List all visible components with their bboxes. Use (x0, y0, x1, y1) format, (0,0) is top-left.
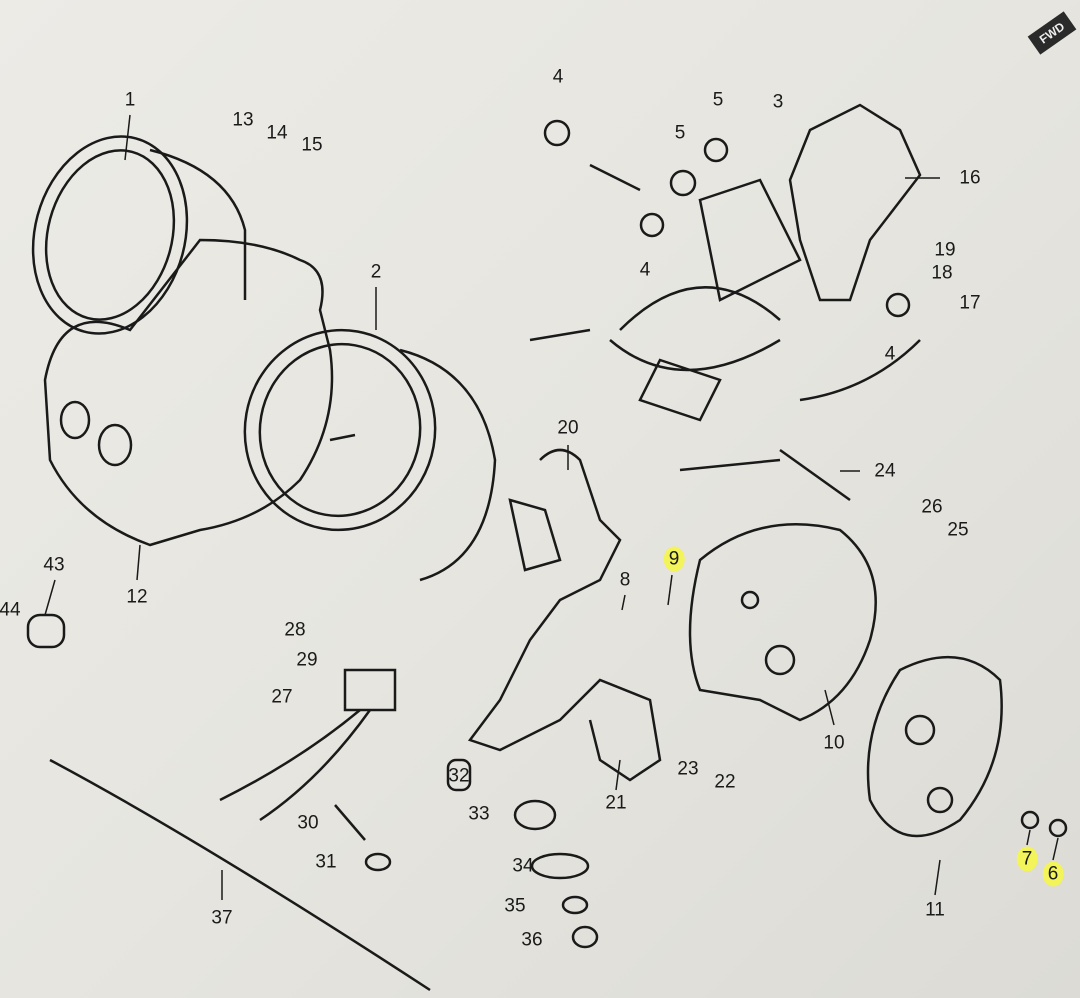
callout-11: 11 (925, 899, 945, 921)
callout-37: 37 (211, 907, 233, 929)
speedometer-cable (49, 758, 431, 992)
callout-32: 32 (448, 765, 470, 787)
callout-14: 14 (266, 122, 288, 144)
callout-20: 20 (557, 417, 579, 439)
callout-4: 4 (552, 66, 564, 88)
callout-19: 19 (934, 239, 956, 261)
callout-4: 4 (884, 343, 896, 365)
leader-lines (44, 114, 1059, 900)
callout-8: 8 (619, 569, 631, 591)
callout-26: 26 (921, 496, 943, 518)
callout-6-highlighted: 6 (1042, 861, 1064, 887)
housing-hole (59, 400, 91, 440)
callout-30: 30 (297, 812, 319, 834)
meter-housing (43, 238, 334, 547)
callout-12: 12 (126, 586, 148, 608)
callout-27: 27 (271, 686, 293, 708)
nut (561, 895, 589, 915)
callout-17: 17 (959, 292, 981, 314)
callout-36: 36 (521, 929, 543, 951)
callout-24: 24 (874, 460, 896, 482)
wires (219, 709, 372, 822)
callout-33: 33 (468, 803, 490, 825)
callout-43: 43 (43, 554, 65, 576)
callout-9-highlighted: 9 (663, 546, 685, 572)
callout-5: 5 (712, 89, 724, 111)
callout-31: 31 (315, 851, 337, 873)
bracket-slot (508, 498, 562, 572)
callout-35: 35 (504, 895, 526, 917)
callout-18: 18 (931, 262, 953, 284)
bracket (788, 103, 922, 302)
callout-16: 16 (959, 167, 981, 189)
indicator-lamp (26, 613, 66, 649)
bolt (334, 804, 366, 841)
callout-13: 13 (232, 109, 254, 131)
washer (1020, 810, 1040, 830)
callout-7-highlighted: 7 (1016, 846, 1038, 872)
headlight-case (688, 523, 877, 722)
meter-bracket (467, 448, 662, 782)
bulbs-and-harness (529, 119, 921, 502)
callout-29: 29 (296, 649, 318, 671)
callout-4: 4 (639, 259, 651, 281)
tachometer-gauge (243, 328, 497, 582)
callout-1: 1 (124, 89, 136, 111)
callout-23: 23 (677, 758, 699, 780)
callout-5: 5 (674, 122, 686, 144)
callout-21: 21 (605, 792, 627, 814)
callout-34: 34 (512, 855, 534, 877)
housing-hole (97, 423, 133, 467)
spacer (446, 758, 472, 792)
washer (364, 852, 392, 872)
callout-44: 44 (0, 599, 21, 621)
callout-10: 10 (823, 732, 845, 754)
callout-2: 2 (370, 261, 382, 283)
callout-22: 22 (714, 771, 736, 793)
washer (530, 852, 590, 880)
headlight-cover (866, 655, 1003, 838)
nut (1048, 818, 1068, 838)
callout-15: 15 (301, 134, 323, 156)
callout-3: 3 (772, 91, 784, 113)
socket (343, 668, 397, 712)
speedometer-gauge (31, 135, 247, 335)
callout-25: 25 (947, 519, 969, 541)
cap (571, 925, 599, 949)
callout-28: 28 (284, 619, 306, 641)
grommet (513, 799, 557, 831)
